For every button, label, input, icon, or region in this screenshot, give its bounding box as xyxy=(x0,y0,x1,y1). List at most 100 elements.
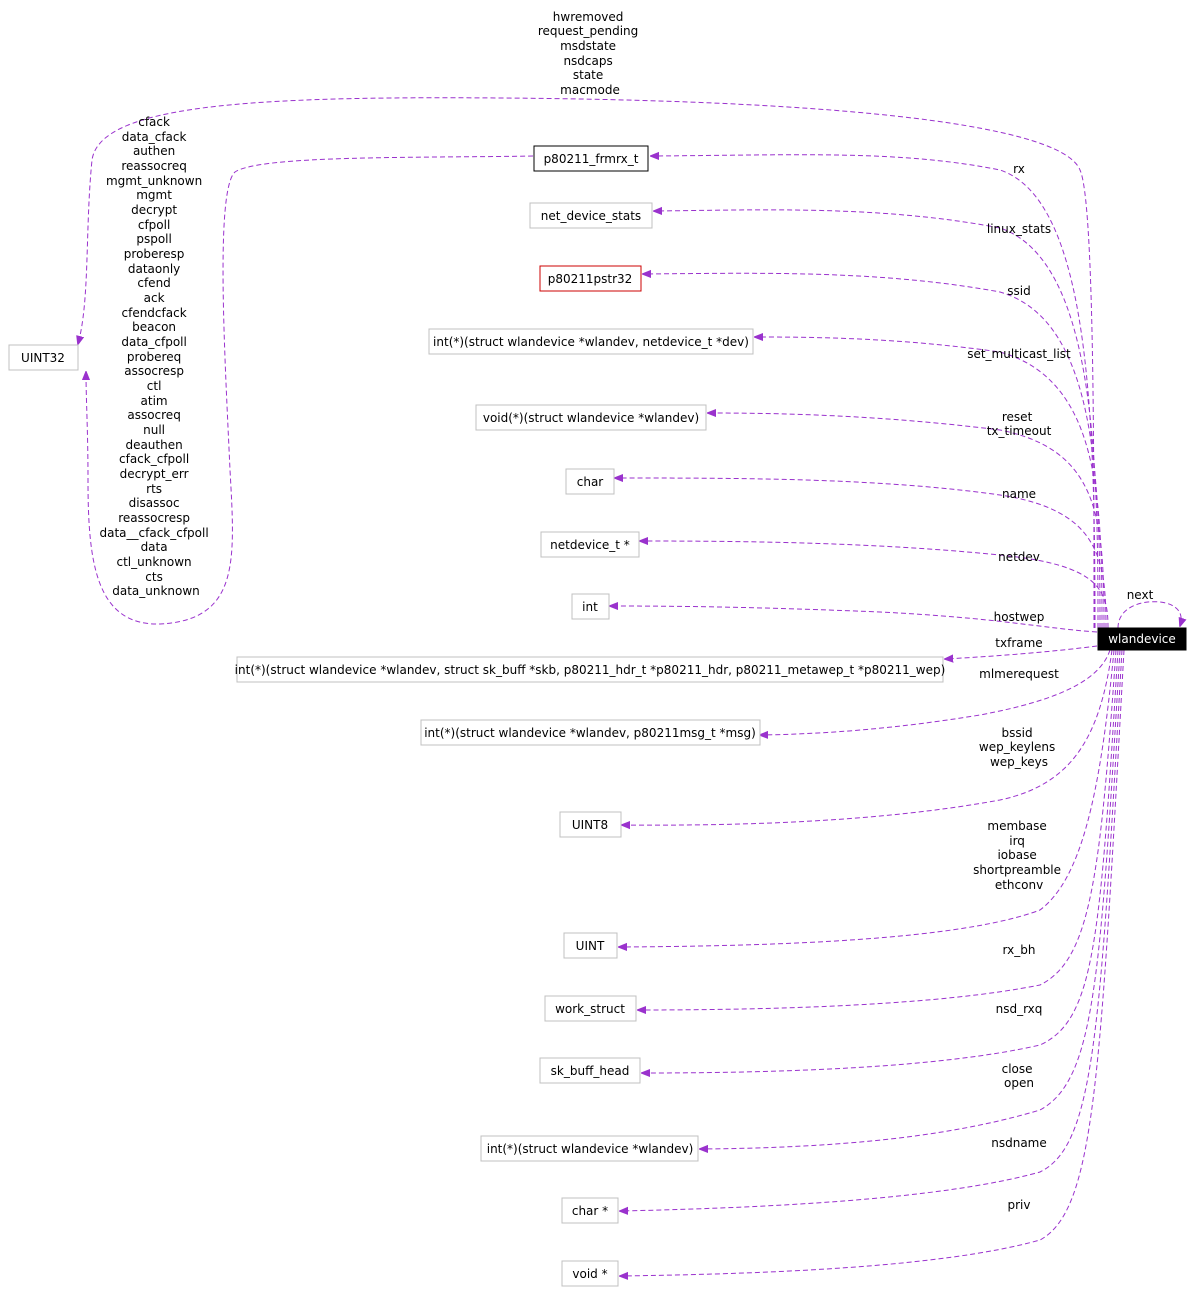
node-box xyxy=(236,656,944,683)
node-box xyxy=(420,719,761,746)
edge-ssid xyxy=(643,273,1101,629)
node-label: int(*)(struct wlandevice *wlandev, struc… xyxy=(235,663,946,677)
node-int[interactable]: int xyxy=(571,593,610,620)
label-line: shortpreamble xyxy=(973,863,1061,877)
node-func-setmc[interactable]: int(*)(struct wlandevice *wlandev, netde… xyxy=(428,328,754,355)
node-label: char * xyxy=(572,1204,608,1218)
node-char[interactable]: char xyxy=(565,468,615,495)
label-line: netdev xyxy=(998,550,1040,564)
node-sk-buff-head[interactable]: sk_buff_head xyxy=(539,1057,641,1084)
node-box xyxy=(529,202,653,229)
edge-labels: hwremoved request_pending msdstate nsdca… xyxy=(99,10,1153,1212)
label-line: reset xyxy=(1002,410,1033,424)
node-uint32[interactable]: UINT32 xyxy=(8,344,79,371)
node-label: work_struct xyxy=(555,1002,625,1016)
label-reset: reset tx_timeout xyxy=(987,410,1052,438)
node-func-tx[interactable]: int(*)(struct wlandevice *wlandev, struc… xyxy=(235,656,946,683)
label-rx: rx xyxy=(1013,162,1025,176)
label-line: priv xyxy=(1008,1198,1031,1212)
label-line: reassocresp xyxy=(118,511,190,525)
node-box xyxy=(561,1260,619,1287)
label-uint32-frmrx: cfack data_cfack authen reassocreq mgmt_… xyxy=(99,115,212,598)
label-line: null xyxy=(143,423,165,437)
label-line: ctl xyxy=(147,379,162,393)
label-set-multicast: set_multicast_list xyxy=(967,347,1071,361)
node-func-mlme[interactable]: int(*)(struct wlandevice *wlandev, p8021… xyxy=(420,719,761,746)
node-frmrx[interactable]: p80211_frmrx_t xyxy=(533,145,649,172)
node-uint8[interactable]: UINT8 xyxy=(559,811,622,838)
node-box xyxy=(540,531,640,558)
edge-mlme xyxy=(760,649,1111,735)
node-box xyxy=(428,328,754,355)
node-func-int[interactable]: int(*)(struct wlandevice *wlandev) xyxy=(480,1135,699,1162)
node-char-ptr[interactable]: char * xyxy=(561,1197,619,1224)
edge-rx-bh xyxy=(638,649,1117,1010)
edge-next xyxy=(1117,601,1181,629)
node-netdevice-ptr[interactable]: netdevice_t * xyxy=(540,531,640,558)
edge-nsdname xyxy=(620,649,1123,1211)
label-line: wep_keylens xyxy=(979,740,1055,754)
label-line: state xyxy=(573,68,603,82)
label-line: wep_keys xyxy=(990,755,1048,769)
node-box xyxy=(539,1057,641,1084)
label-hostwep: hostwep xyxy=(994,610,1045,624)
label-line: data xyxy=(141,540,168,554)
label-line: nsd_rxq xyxy=(996,1002,1043,1016)
label-line: data_unknown xyxy=(112,584,200,598)
node-wlandevice[interactable]: wlandevice xyxy=(1097,627,1187,651)
edge-netdev xyxy=(640,541,1109,629)
node-box xyxy=(480,1135,699,1162)
label-line: ack xyxy=(144,291,165,305)
node-label: void * xyxy=(572,1267,607,1281)
label-line: linux_stats xyxy=(987,222,1051,236)
node-label: int(*)(struct wlandevice *wlandev, p8021… xyxy=(424,726,756,740)
label-line: msdstate xyxy=(560,39,616,53)
label-line: authen xyxy=(133,144,175,158)
label-line: request_pending xyxy=(538,24,638,38)
node-box xyxy=(1097,627,1187,651)
label-bssid: bssid wep_keylens wep_keys xyxy=(979,726,1059,769)
node-work-struct[interactable]: work_struct xyxy=(544,995,637,1022)
edge-txframe xyxy=(945,645,1098,659)
label-line: assocresp xyxy=(124,364,184,378)
label-ssid: ssid xyxy=(1007,284,1030,298)
node-label: int xyxy=(582,600,598,614)
node-box xyxy=(8,344,79,371)
label-line: reassocreq xyxy=(121,159,187,173)
label-line: mlmerequest xyxy=(979,667,1059,681)
label-line: decrypt_err xyxy=(120,467,189,481)
node-uint[interactable]: UINT xyxy=(563,932,618,959)
label-line: dataonly xyxy=(128,262,180,276)
node-label: int(*)(struct wlandevice *wlandev) xyxy=(487,1142,694,1156)
label-line: cfpoll xyxy=(138,218,170,232)
label-close: close open xyxy=(1002,1062,1037,1090)
node-box xyxy=(571,593,610,620)
label-name: name xyxy=(1002,487,1036,501)
edge-frmrx-uint32 xyxy=(86,155,534,625)
label-line: atim xyxy=(141,394,168,408)
node-box xyxy=(539,265,642,292)
edge-hostwep xyxy=(610,606,1098,633)
label-line: cts xyxy=(145,570,163,584)
label-line: nsdname xyxy=(991,1136,1047,1150)
node-void-ptr[interactable]: void * xyxy=(561,1260,619,1287)
node-pstr32[interactable]: p80211pstr32 xyxy=(539,265,642,292)
node-box xyxy=(559,811,622,838)
node-net-device-stats[interactable]: net_device_stats xyxy=(529,202,653,229)
node-func-void[interactable]: void(*)(struct wlandevice *wlandev) xyxy=(475,404,707,431)
node-label: p80211pstr32 xyxy=(548,272,633,286)
label-line: name xyxy=(1002,487,1036,501)
label-line: beacon xyxy=(132,320,176,334)
label-line: data_cfack xyxy=(122,130,187,144)
label-line: ctl_unknown xyxy=(117,555,192,569)
label-line: rts xyxy=(146,482,162,496)
label-line: iobase xyxy=(997,848,1036,862)
label-next: next xyxy=(1127,588,1154,602)
node-label: int(*)(struct wlandevice *wlandev, netde… xyxy=(433,335,749,349)
node-box xyxy=(563,932,618,959)
edges xyxy=(78,97,1181,1276)
node-label: char xyxy=(577,475,604,489)
label-line: decrypt xyxy=(131,203,177,217)
node-box xyxy=(533,145,649,172)
edge-set-multicast xyxy=(755,337,1103,629)
